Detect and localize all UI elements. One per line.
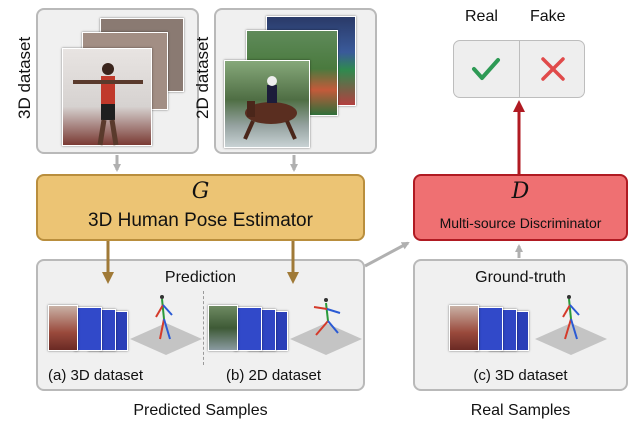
cross-icon	[541, 57, 565, 81]
generator-symbol: G	[191, 179, 210, 204]
sample-c-frame-1	[449, 305, 479, 351]
sample-a-frame-2	[74, 307, 102, 351]
groundtruth-panel: Ground-truth (c) 3D dataset	[413, 259, 628, 391]
skeleton-3d-icon-b	[290, 298, 362, 355]
sample-c-frames	[449, 305, 533, 357]
discriminator-symbol: D	[511, 179, 530, 204]
discriminator-box: D Multi-source Discriminator	[413, 174, 628, 241]
caption-b: (b) 2D dataset	[226, 367, 322, 384]
groundtruth-title: Ground-truth	[475, 269, 566, 286]
check-icon	[472, 58, 500, 80]
real-label: Real	[465, 8, 498, 25]
frame-2d-front	[224, 60, 310, 148]
caption-c: (c) 3D dataset	[473, 367, 568, 384]
fake-label: Fake	[530, 8, 566, 25]
prediction-panel: Prediction (a) 3D dataset	[36, 259, 365, 391]
verdict-box	[453, 40, 585, 98]
predicted-samples-label: Predicted Samples	[133, 402, 268, 419]
prediction-title: Prediction	[164, 269, 237, 286]
skeleton-3d-icon	[130, 295, 202, 355]
sample-a-frame-1	[48, 305, 78, 351]
skeleton-3d-icon-c	[535, 295, 607, 355]
person-figure-icon	[73, 63, 143, 146]
sample-b-frames	[208, 305, 292, 357]
real-samples-label: Real Samples	[470, 402, 571, 419]
arrow-prediction-to-discriminator	[364, 241, 410, 268]
horse-rider-icon	[243, 76, 297, 140]
generator-title: 3D Human Pose Estimator	[88, 210, 313, 231]
panel-separator	[203, 291, 204, 365]
verdict-divider	[519, 41, 520, 97]
caption-a: (a) 3D dataset	[48, 367, 144, 384]
dataset-3d-panel	[36, 8, 199, 154]
dataset-2d-panel	[214, 8, 377, 154]
sample-b-frame-2	[234, 307, 262, 351]
frame-3d-front	[62, 48, 152, 146]
generator-box: G 3D Human Pose Estimator	[36, 174, 365, 241]
sample-b-frame-1	[208, 305, 238, 351]
sample-a-frames	[48, 305, 132, 357]
discriminator-title: Multi-source Discriminator	[439, 215, 602, 231]
